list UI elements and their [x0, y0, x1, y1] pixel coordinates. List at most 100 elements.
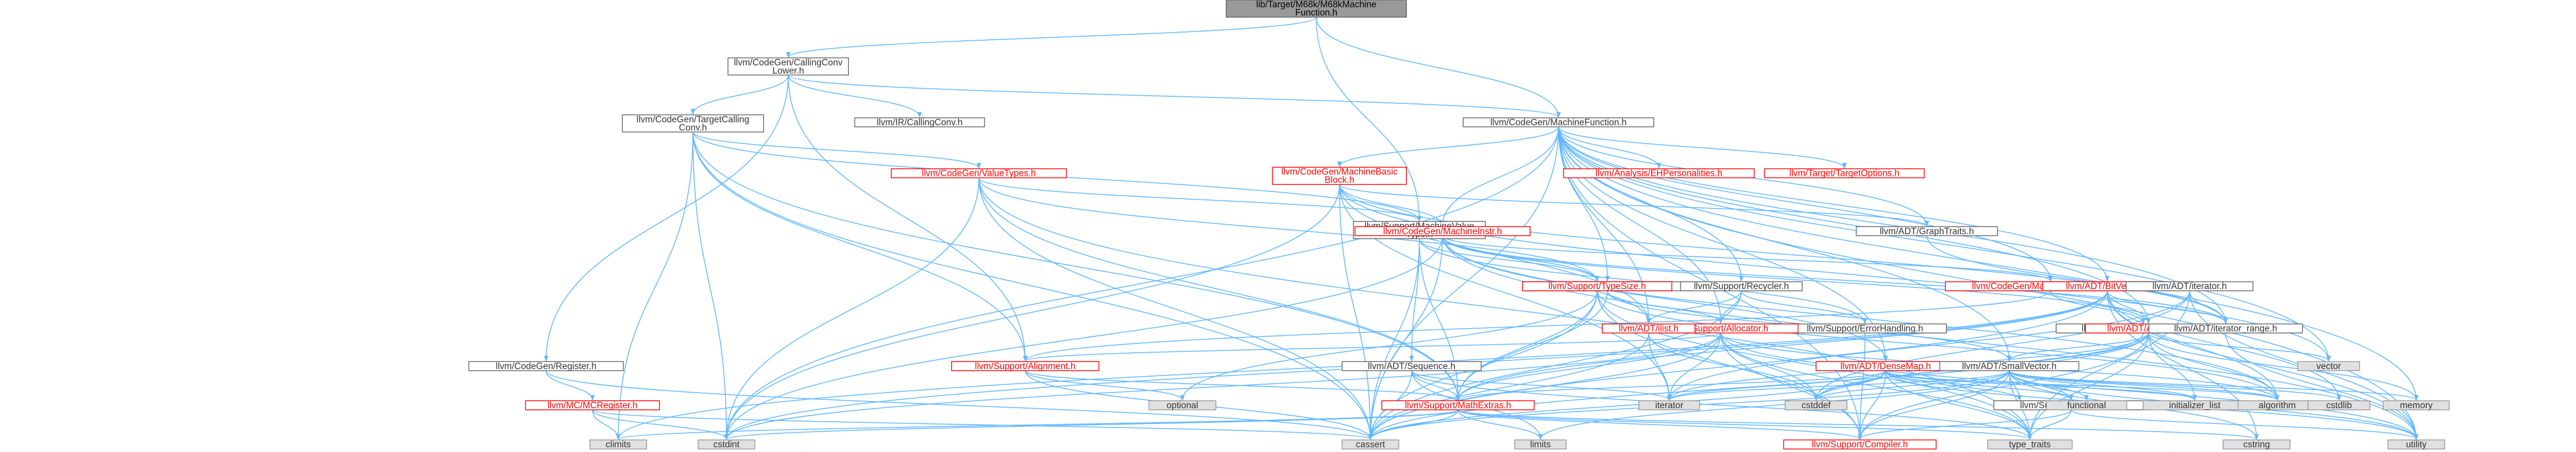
node-Alignment[interactable]: llvm/Support/Alignment.h — [951, 361, 1100, 371]
node-CodeGenRegister[interactable]: llvm/CodeGen/Register.h — [468, 361, 624, 371]
edge-Recycler-ErrorHandling — [1741, 290, 1868, 324]
edge-Alignment-optional — [1025, 370, 1185, 401]
node-MathExtras[interactable]: llvm/Support/MathExtras.h — [1381, 400, 1535, 411]
node-cstdint[interactable]: cstdint — [698, 439, 755, 450]
node-MCRegister[interactable]: llvm/MC/MCRegister.h — [525, 400, 660, 411]
edge-MachineBasicBlock-MachineInstr — [1339, 184, 1445, 227]
node-ValueTypes[interactable]: llvm/CodeGen/ValueTypes.h — [890, 168, 1067, 179]
node-type_traits[interactable]: type_traits — [1987, 439, 2073, 450]
node-GraphTraits[interactable]: llvm/ADT/GraphTraits.h — [1856, 226, 1998, 237]
node-label: limits — [1530, 440, 1551, 450]
node-box — [1341, 361, 1482, 371]
node-label: utility — [2406, 440, 2427, 450]
edge-CodeGenRegister-MCRegister — [545, 370, 595, 401]
node-EHPersonalities[interactable]: llvm/Analysis/EHPersonalities.h — [1563, 168, 1755, 179]
node-Recycler[interactable]: llvm/Support/Recycler.h — [1680, 281, 1803, 291]
edge-MathExtras-limits — [1457, 409, 1543, 440]
node-algorithm[interactable]: algorithm — [2237, 400, 2317, 411]
node-MachineInstr[interactable]: llvm/CodeGen/MachineInstr.h — [1354, 226, 1531, 237]
edge-ArrayRecycler-Allocator — [1607, 290, 1724, 324]
node-cstddef[interactable]: cstddef — [1784, 400, 1847, 411]
node-TypeSize[interactable]: llvm/Support/TypeSize.h — [1522, 281, 1673, 291]
node-iterator[interactable]: iterator — [1638, 400, 1700, 411]
node-functional[interactable]: functional — [2045, 400, 2127, 411]
node-memory[interactable]: memory — [2383, 400, 2450, 411]
edge-CallingConvLower-Alignment — [788, 75, 1028, 362]
node-cstring[interactable]: cstring — [2223, 439, 2291, 450]
node-label: llvm/ADT/iterator_range.h — [2174, 324, 2277, 333]
node-box — [1764, 168, 1925, 179]
node-SmallVector[interactable]: llvm/ADT/SmallVector.h — [1939, 361, 2079, 371]
edge-SmallVector-memory — [2009, 370, 2419, 401]
node-label: iterator — [1655, 401, 1683, 411]
edge-root-CallingConvLower — [786, 16, 1317, 58]
edge-SmallVector-cstddef — [1814, 370, 2010, 401]
edge-MachineInstr-cassert — [1368, 235, 1443, 440]
edge-ADTiterator-cstddef — [1814, 290, 2190, 401]
edge-ilist-cstddef — [1648, 333, 1819, 401]
edge-TargetCallingConv-ValueTypes — [692, 131, 982, 169]
node-label: type_traits — [2009, 440, 2051, 450]
node-DenseMap[interactable]: llvm/ADT/DenseMap.h — [1815, 361, 1956, 371]
edge-TypeSize-type_traits — [1596, 290, 2033, 440]
node-label: llvm/ADT/ilist.h — [1619, 324, 1679, 333]
edge-MachineInstr-TypeSize — [1442, 235, 1600, 282]
node-label: Function.h — [1295, 8, 1337, 18]
node-TargetOptions[interactable]: llvm/Target/TargetOptions.h — [1764, 168, 1925, 179]
edge-ArrayRef-cassert — [1368, 333, 2149, 440]
edge-root-MachineFunction — [1316, 17, 1561, 118]
edge-CodeGenRegister-cassert — [545, 370, 1373, 440]
node-IRCallingConv[interactable]: llvm/IR/CallingConv.h — [854, 117, 985, 127]
edge-TypeSize-Compiler — [1596, 290, 1863, 440]
edge-DenseMap-algorithm — [1885, 370, 2280, 401]
edge-MathExtras-climits — [616, 409, 1459, 440]
node-vector[interactable]: vector — [2297, 361, 2360, 371]
node-label: llvm/Support/TypeSize.h — [1548, 281, 1646, 291]
node-ErrorHandling[interactable]: llvm/Support/ErrorHandling.h — [1783, 324, 1947, 333]
node-box — [2126, 281, 2253, 291]
edge-MathExtras-cstring — [1457, 409, 2259, 440]
edge-Allocator-cstddef — [1720, 333, 1819, 401]
edge-SmallVector-iterator — [1667, 370, 2010, 401]
node-MachineFunction[interactable]: llvm/CodeGen/MachineFunction.h — [1462, 117, 1655, 127]
edge-ADTiterator-type_traits — [2027, 290, 2190, 440]
edge-MachineBasicBlock-iteratorRange — [1339, 184, 2228, 324]
node-box — [2148, 324, 2303, 333]
node-label: climits — [606, 440, 631, 450]
edge-MachineFunction-MachineBasicBlock — [1337, 126, 1559, 168]
node-label: llvm/CodeGen/TargetCalling — [637, 114, 750, 124]
node-Compiler[interactable]: llvm/Support/Compiler.h — [1783, 439, 1937, 450]
node-limits[interactable]: limits — [1514, 439, 1567, 450]
node-iteratorRange[interactable]: llvm/ADT/iterator_range.h — [2148, 324, 2303, 333]
node-ADTiterator[interactable]: llvm/ADT/iterator.h — [2126, 281, 2253, 291]
edge-DenseMap-MathExtras — [1455, 370, 1887, 401]
edge-MachineBasicBlock-vector — [1339, 184, 2331, 362]
edge-layer — [543, 16, 2419, 440]
edge-BitVector-utility — [2106, 290, 2419, 440]
node-optional[interactable]: optional — [1148, 400, 1216, 411]
node-climits[interactable]: climits — [589, 439, 647, 450]
edge-SmallVector-cstdlib — [2009, 370, 2342, 401]
edge-Allocator-Compiler — [1720, 333, 1863, 440]
edge-ArrayRef-vector — [2148, 332, 2331, 362]
node-box — [1601, 324, 1696, 333]
node-box — [2223, 439, 2291, 450]
node-cassert[interactable]: cassert — [1341, 439, 1399, 450]
edge-Recycler-ilist — [1646, 290, 1742, 324]
edge-DenseMap-Compiler — [1857, 370, 1887, 440]
node-ilist[interactable]: llvm/ADT/ilist.h — [1601, 324, 1696, 333]
edge-MachineValueType-MathExtras — [1419, 238, 1461, 401]
node-box — [1354, 226, 1531, 237]
node-box — [622, 114, 764, 133]
node-initializer_list[interactable]: initializer_list — [2142, 400, 2247, 411]
node-label: llvm/Support/MathExtras.h — [1405, 401, 1511, 411]
node-utility[interactable]: utility — [2387, 439, 2445, 450]
node-Sequence[interactable]: llvm/ADT/Sequence.h — [1341, 361, 1482, 371]
edge-ArrayRef-Compiler — [1857, 333, 2149, 440]
node-cstdlib[interactable]: cstdlib — [2307, 400, 2370, 411]
node-box — [1462, 117, 1655, 127]
